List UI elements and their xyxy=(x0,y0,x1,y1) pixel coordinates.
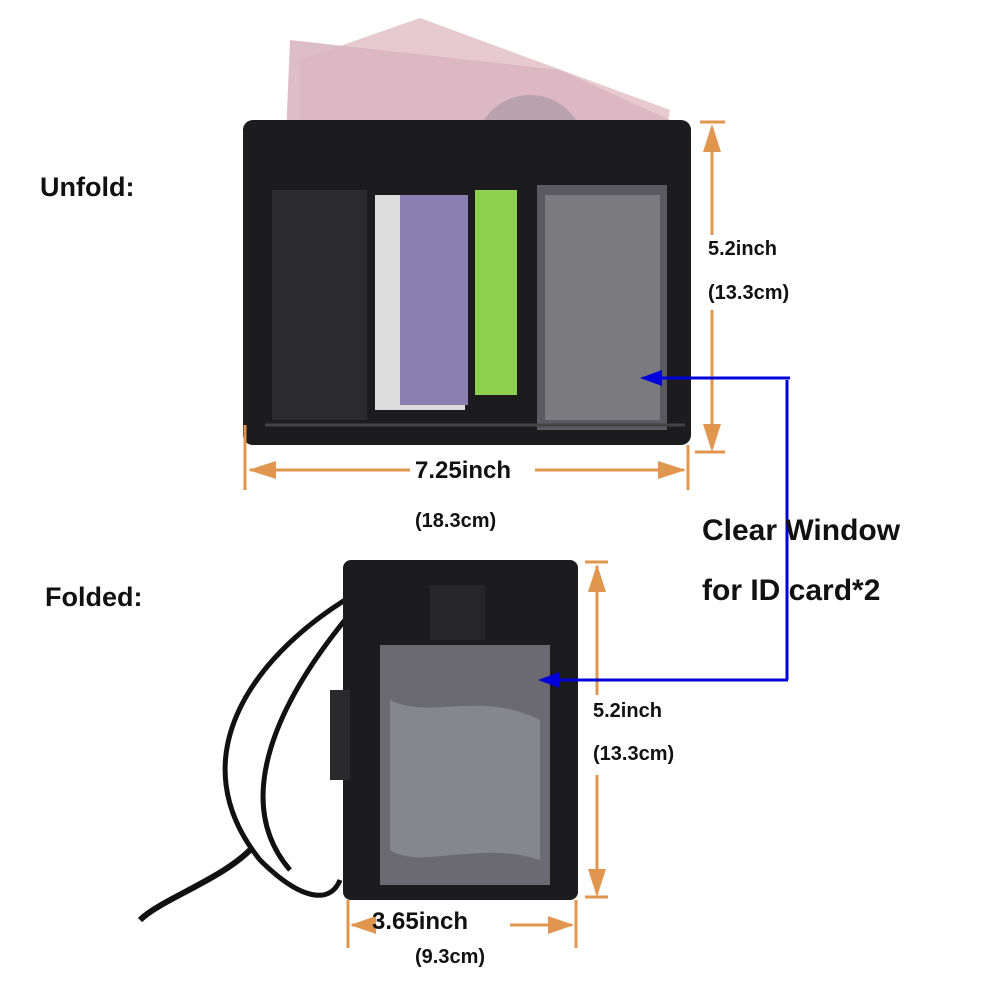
unfold-height-inch: 5.2inch xyxy=(708,238,777,260)
folded-wallet xyxy=(137,560,578,923)
folded-height-cm: (13.3cm) xyxy=(593,743,675,765)
folded-width-cm: (9.3cm) xyxy=(415,946,486,968)
folded-label: Folded: xyxy=(45,582,143,612)
folded-width-inch: 3.65inch xyxy=(372,908,469,935)
folded-height-inch: 5.2inch xyxy=(593,700,662,722)
callout-line-2: for ID card*2 xyxy=(702,574,881,607)
unfolded-wallet xyxy=(243,120,691,445)
callout-line-1: Clear Window xyxy=(702,514,901,547)
unfold-height-cm: (13.3cm) xyxy=(708,282,790,304)
unfold-width-inch: 7.25inch xyxy=(415,457,512,484)
clear-window-callout-arrow xyxy=(538,370,790,688)
unfold-width-cm: (18.3cm) xyxy=(415,510,497,532)
unfold-label: Unfold: xyxy=(40,172,135,202)
dimension-arrows xyxy=(243,120,725,948)
